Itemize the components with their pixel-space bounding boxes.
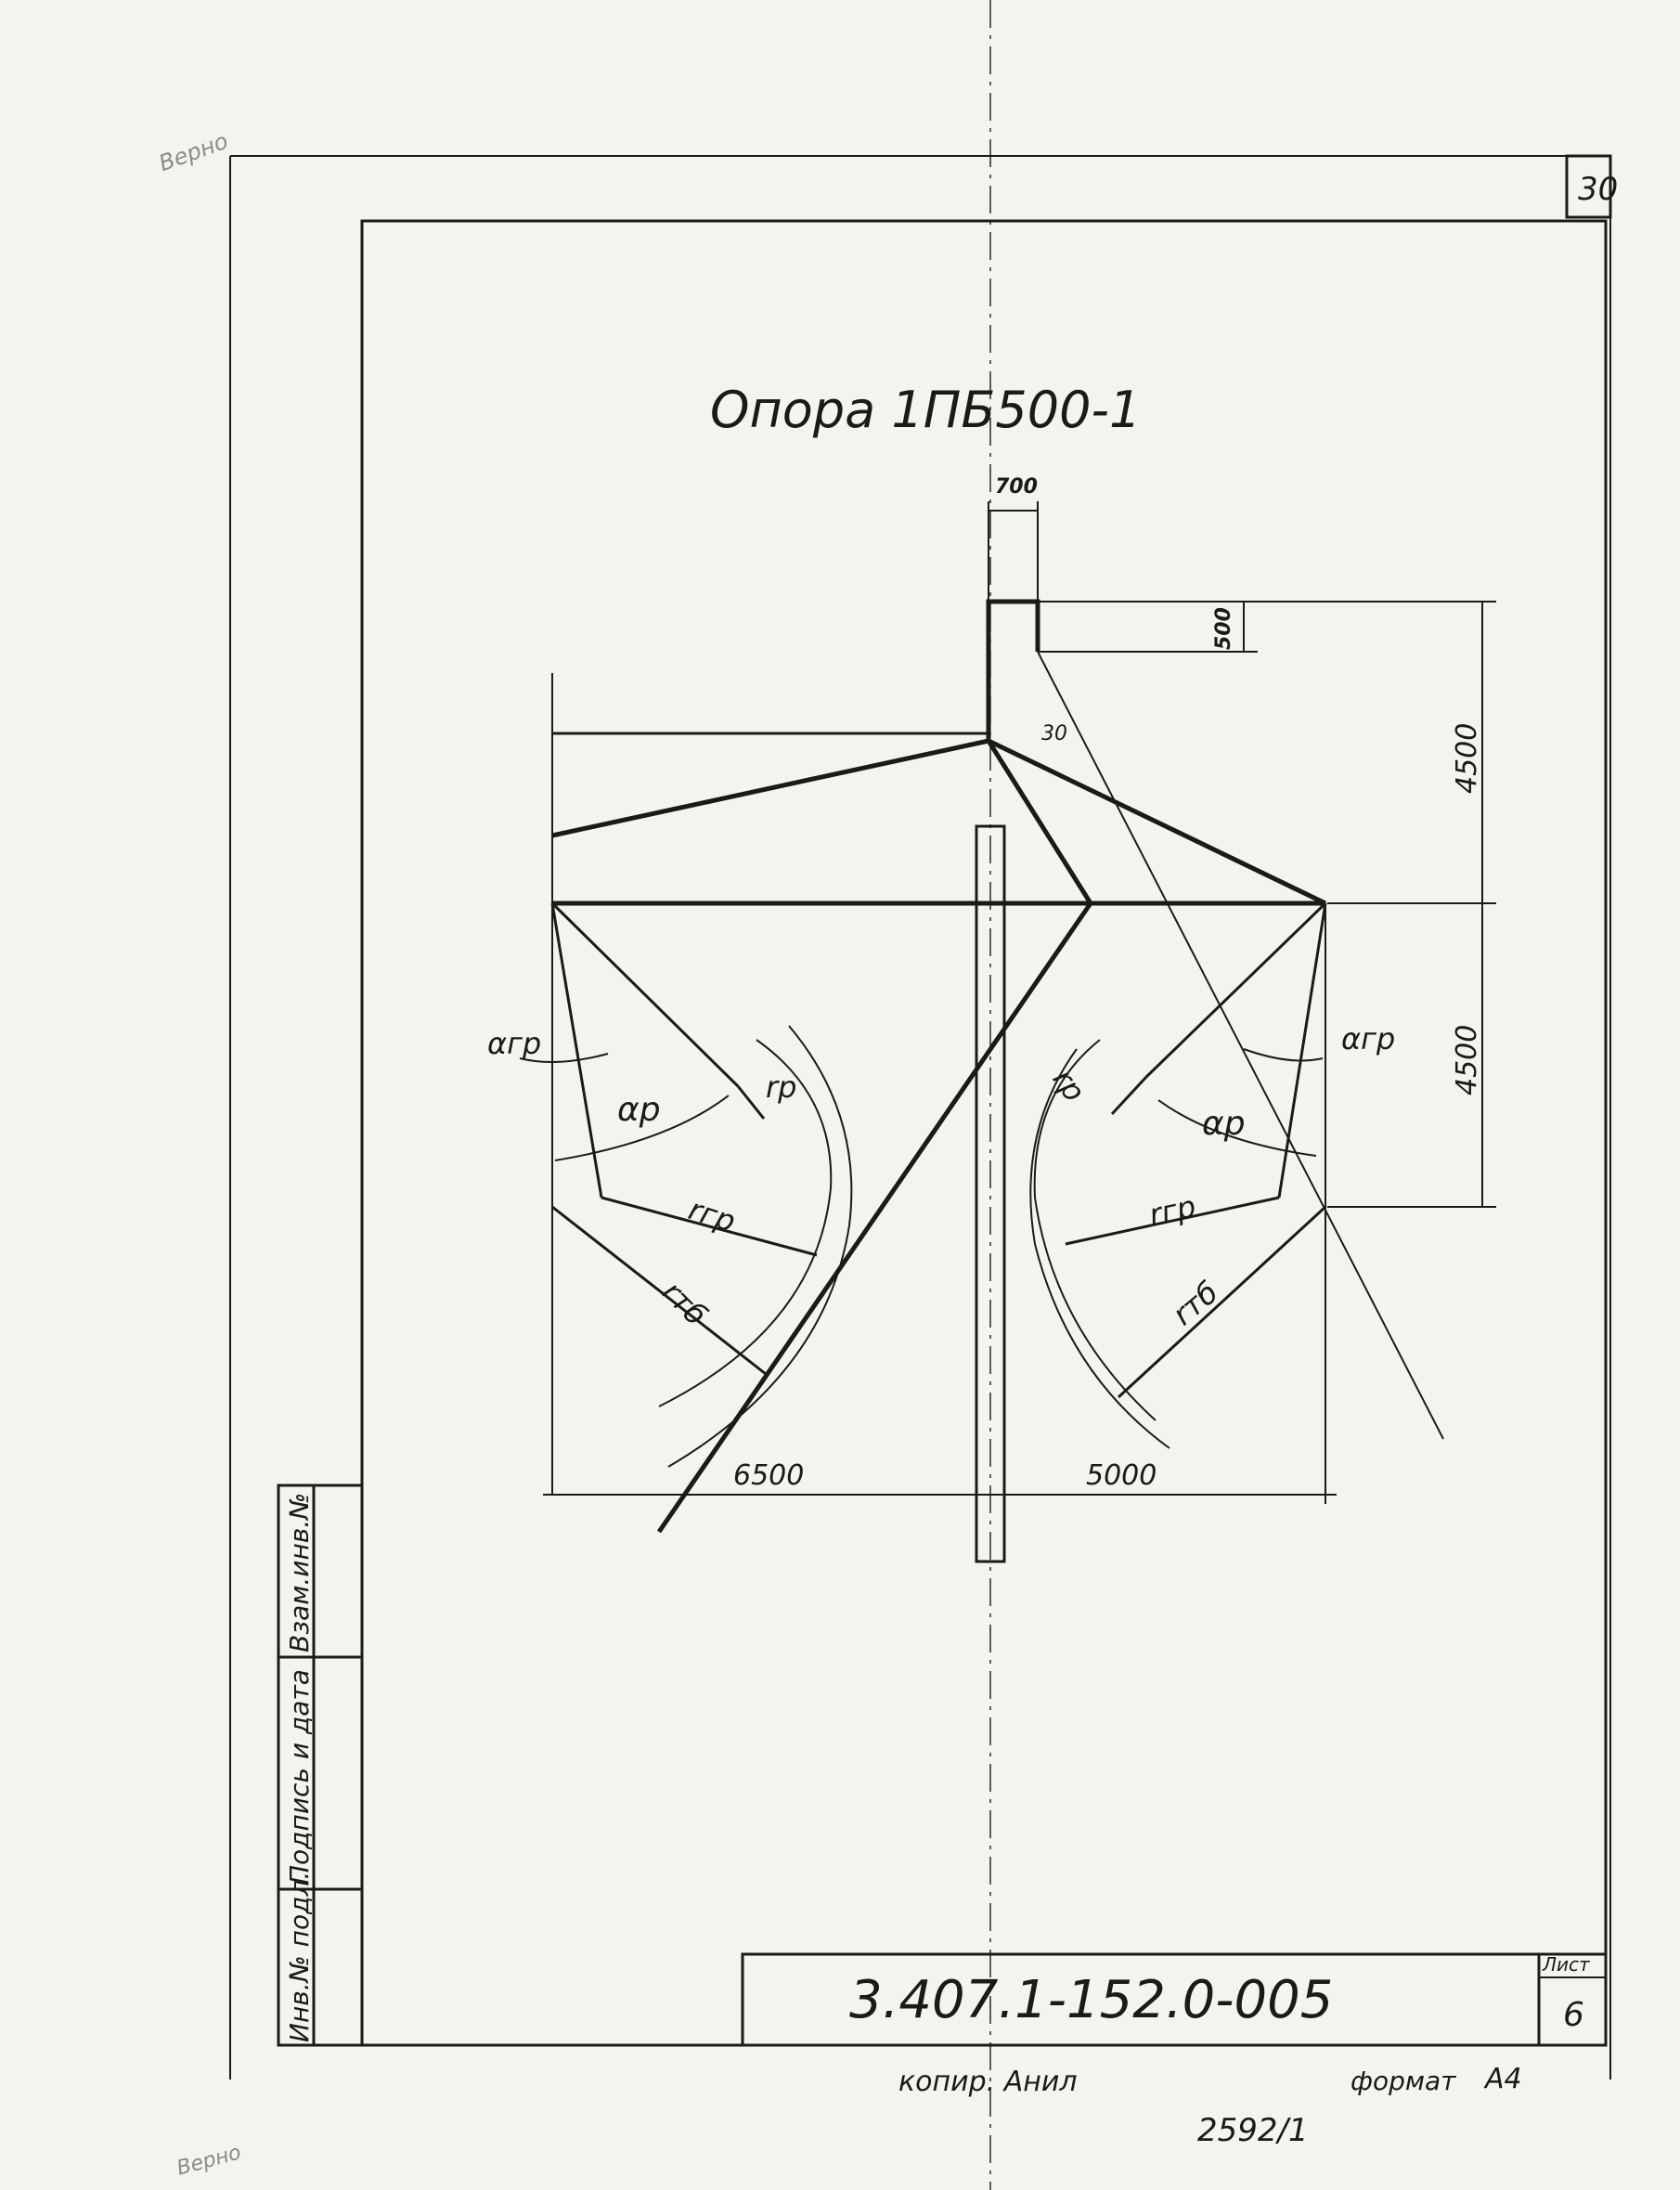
footer-format-value: А4 [1485, 2063, 1522, 2095]
left-r-p-end [736, 1085, 766, 1120]
footer-kopir: копир. Анил [898, 2066, 1078, 2098]
upper-left-brace [551, 738, 989, 838]
dim-lower-height: 4500 [1451, 1024, 1483, 1095]
dim-top-width: 700 [995, 475, 1038, 499]
dim-left-span: 6500 [733, 1459, 805, 1492]
right-r-p-line [1144, 901, 1327, 1079]
angle-30-line [1037, 651, 1444, 1440]
footer-archive-number: 2592/1 [1197, 2112, 1309, 2149]
dim-right-span: 5000 [1086, 1459, 1157, 1492]
side-label-vzam-inv: Взам.инв.№ [284, 1492, 315, 1652]
long-diagonal [656, 901, 1093, 1534]
left-alpha-gr-arc [519, 1053, 609, 1063]
doc-code: 3.407.1-152.0-005 [849, 1970, 1334, 2030]
right-r-gr-line [1065, 1196, 1280, 1246]
list-label: Лист [1543, 1953, 1590, 1976]
footer-format-label: формат [1350, 2066, 1456, 2096]
right-r-tb-line [1117, 1205, 1327, 1399]
upper-right-brace [987, 738, 1327, 906]
left-r-p-line [550, 901, 740, 1088]
right-arc-2 [1029, 1048, 1170, 1449]
side-label-podpis-data: Подпись и дата [284, 1669, 315, 1885]
dim-top-offset: 500 [1212, 607, 1235, 650]
sheet-number-box [1565, 154, 1612, 219]
sheet-number-top: 30 [1578, 171, 1619, 208]
right-r-p-end [1110, 1075, 1148, 1116]
inner-frame [360, 219, 1608, 2047]
label-r-p-left: rр [766, 1069, 797, 1105]
list-number: 6 [1563, 1996, 1584, 2034]
side-columns-frame [277, 1484, 364, 2047]
label-alpha-gr-left: αгр [487, 1026, 542, 1061]
right-arc-1 [1033, 1039, 1157, 1421]
left-r-tb-line [551, 1205, 767, 1376]
dim-upper-height: 4500 [1451, 722, 1483, 794]
mast-diagonal [986, 739, 1093, 905]
drawing-title: Опора 1ПБ500-1 [710, 381, 1142, 439]
mast-top [986, 599, 1040, 741]
side-label-inv-podl: Инв.№ подл. [284, 1871, 315, 2042]
left-arc-1 [658, 1039, 833, 1407]
mast-post [975, 824, 1006, 1563]
label-alpha-p-right: αр [1202, 1105, 1246, 1143]
left-arc-2 [667, 1025, 853, 1468]
left-alpha-arc [554, 1095, 730, 1161]
left-alpha-line [550, 902, 603, 1199]
title-block [741, 1952, 1608, 2047]
right-alpha-line [1277, 902, 1327, 1199]
dim-angle: 30 [1041, 722, 1067, 745]
right-alpha-arc [1157, 1099, 1317, 1157]
left-r-gr-line [601, 1196, 818, 1257]
label-alpha-gr-right: αгр [1341, 1021, 1396, 1056]
label-alpha-p-left: αр [617, 1091, 661, 1129]
right-alpha-gr-arc [1243, 1048, 1324, 1062]
